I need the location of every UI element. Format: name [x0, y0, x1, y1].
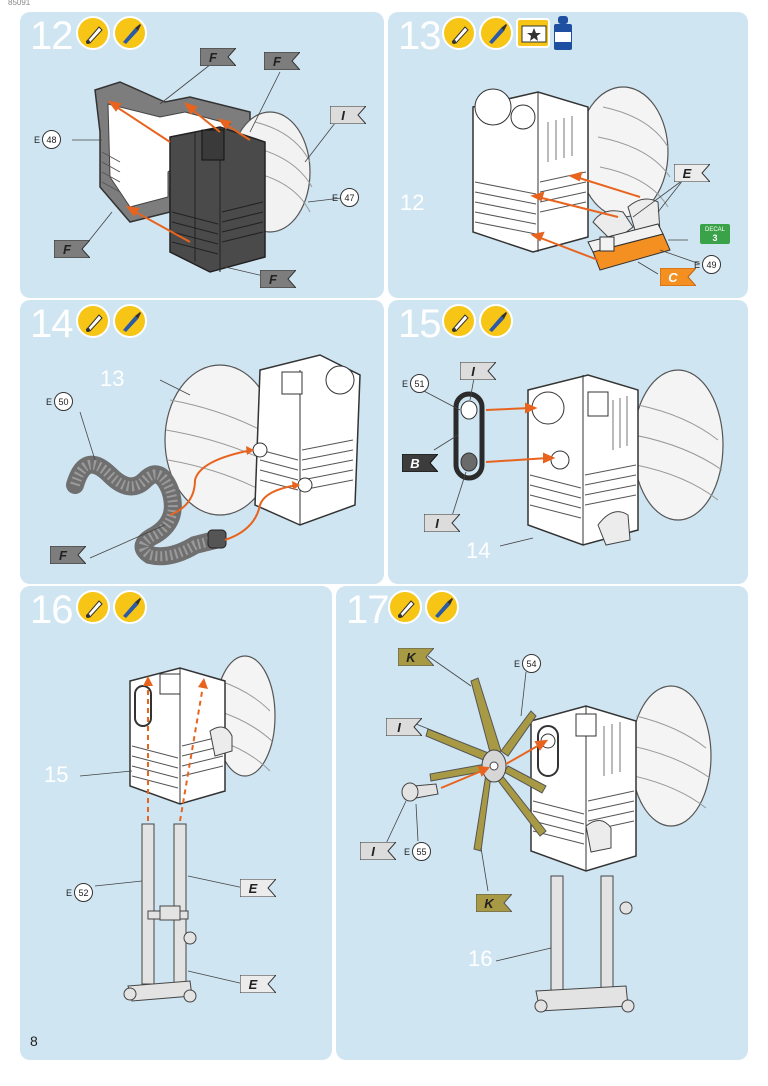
previous-step-ref: 13: [100, 366, 125, 391]
step-17-illustration: [383, 655, 712, 1013]
color-flag: K: [397, 647, 436, 667]
brush-paint-icon: [113, 304, 147, 338]
color-flag: F: [259, 269, 298, 289]
step-number: 14: [30, 302, 73, 346]
color-flag: K: [475, 893, 514, 913]
color-flag: I: [459, 361, 498, 381]
color-flag: F: [263, 51, 302, 71]
glue-icon: [442, 304, 476, 338]
color-flag: F: [53, 239, 92, 259]
color-flag: E: [673, 163, 712, 183]
previous-step-ref: 15: [44, 762, 69, 787]
color-flag: I: [423, 513, 462, 533]
glue-icon: [76, 16, 110, 50]
glue-icon: [442, 16, 476, 50]
color-flag: F: [49, 545, 88, 565]
color-flag: I: [329, 105, 368, 125]
step-17-panel: 17: [336, 586, 748, 1060]
step-number: 15: [398, 302, 441, 346]
color-flag: B: [401, 453, 440, 473]
color-flag: F: [199, 47, 238, 67]
brush-paint-icon: [113, 590, 147, 624]
step-12-illustration: [72, 56, 351, 278]
step-icons: [442, 304, 513, 338]
step-icons: [388, 590, 459, 624]
step-16-illustration: [79, 655, 276, 1003]
step-number: 16: [30, 588, 73, 632]
color-flag: E: [239, 878, 278, 898]
decal-icon: [516, 18, 550, 48]
page-code: 85091: [8, 0, 31, 7]
brush-paint-icon: [479, 304, 513, 338]
step-number: 17: [346, 588, 389, 632]
color-flag: I: [385, 717, 424, 737]
color-flag: E: [239, 974, 278, 994]
previous-step-ref: 14: [466, 538, 491, 563]
color-flag: C: [659, 267, 698, 287]
brush-paint-icon: [113, 16, 147, 50]
step-icons: [442, 16, 573, 50]
glue-icon: [388, 590, 422, 624]
brush-paint-icon: [479, 16, 513, 50]
page-number: 8: [30, 1033, 38, 1049]
step-number: 13: [398, 14, 441, 58]
glue-icon: [76, 590, 110, 624]
step-13-illustration: [472, 86, 701, 275]
step-14-illustration: [66, 354, 361, 566]
decal-fix-bottle-icon: [553, 16, 573, 50]
brush-paint-icon: [425, 590, 459, 624]
glue-icon: [76, 304, 110, 338]
step-icons: [76, 590, 147, 624]
color-flag: I: [359, 841, 398, 861]
step-number: 12: [30, 14, 73, 58]
step-icons: [76, 16, 147, 50]
step-icons: [76, 304, 147, 338]
step-15-illustration: [421, 369, 724, 547]
previous-step-ref: 12: [400, 190, 425, 215]
previous-step-ref: 16: [468, 946, 493, 971]
